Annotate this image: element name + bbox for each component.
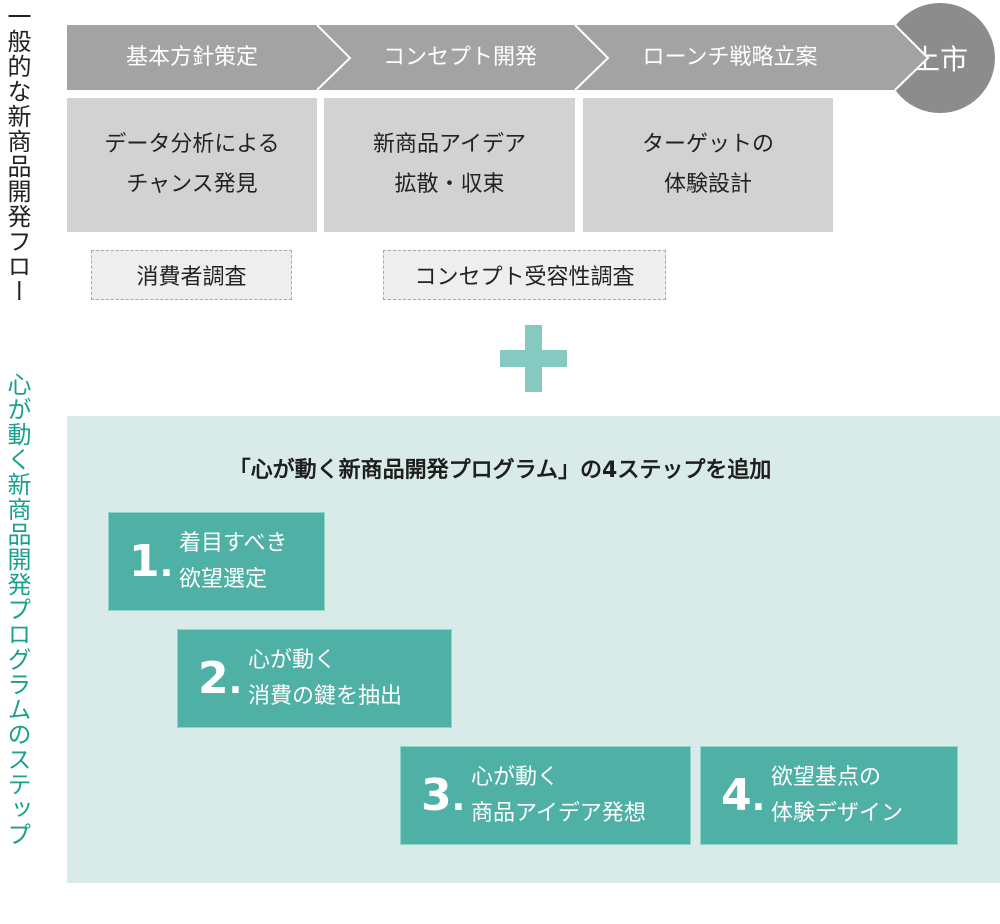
process-arrow-band <box>67 24 928 91</box>
step-1: 1. 着目すべき欲望選定 <box>108 512 325 611</box>
step-3: 3. 心が動く商品アイデア発想 <box>400 746 691 845</box>
program-title: 「心が動く新商品開発プログラム」の4ステップを追加 <box>228 458 772 483</box>
research-concept-acceptance: コンセプト受容性調査 <box>383 250 666 300</box>
general-flow-label: 一般的な新商品開発フロー <box>3 4 31 304</box>
stage-launch-strategy: ローンチ戦略立案 <box>642 45 818 70</box>
step-2: 2. 心が動く消費の鍵を抽出 <box>177 629 452 728</box>
activity-idea-diverge: 新商品アイデア 拡散・収束 <box>324 98 575 232</box>
stage-basic-policy: 基本方針策定 <box>125 45 258 70</box>
step-4: 4. 欲望基点の体験デザイン <box>700 746 958 845</box>
activity-experience-design: ターゲットの 体験設計 <box>583 98 833 232</box>
launch-circle: 上市 <box>885 3 995 113</box>
launch-label: 上市 <box>911 43 968 76</box>
stage-concept-dev: コンセプト開発 <box>382 45 537 70</box>
activity-data-analysis: データ分析による チャンス発見 <box>67 98 317 232</box>
research-consumer: 消費者調査 <box>91 250 292 300</box>
program-steps-label: 心が動く新商品開発プログラムのステップ <box>3 372 31 847</box>
